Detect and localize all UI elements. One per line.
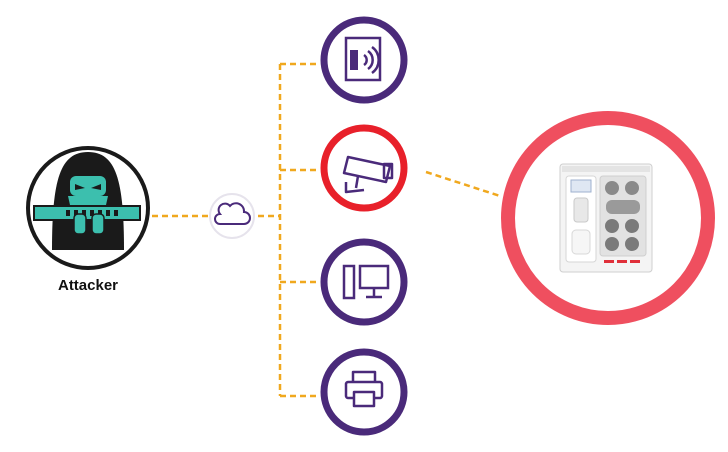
desktop-computer-icon (342, 264, 390, 300)
wireless-device-node (320, 16, 408, 104)
security-camera-icon (342, 155, 394, 194)
link-camera-target (425, 170, 501, 198)
wireless-device-ring (320, 16, 408, 104)
wireless-device-icon (344, 36, 382, 82)
cloud-icon (214, 202, 251, 225)
cloud-node (209, 193, 255, 239)
camera-ring (320, 124, 408, 212)
computer-node (320, 238, 408, 326)
printer-node (320, 348, 408, 436)
attacker-node (26, 146, 150, 270)
camera-node (320, 124, 408, 212)
computer-ring (320, 238, 408, 326)
medical-analyzer-device (559, 163, 653, 273)
hacker-icon (33, 152, 141, 250)
target-node (501, 111, 715, 325)
printer-icon (344, 370, 384, 408)
connection-lines (152, 62, 501, 398)
attacker-label: Attacker (57, 277, 119, 294)
